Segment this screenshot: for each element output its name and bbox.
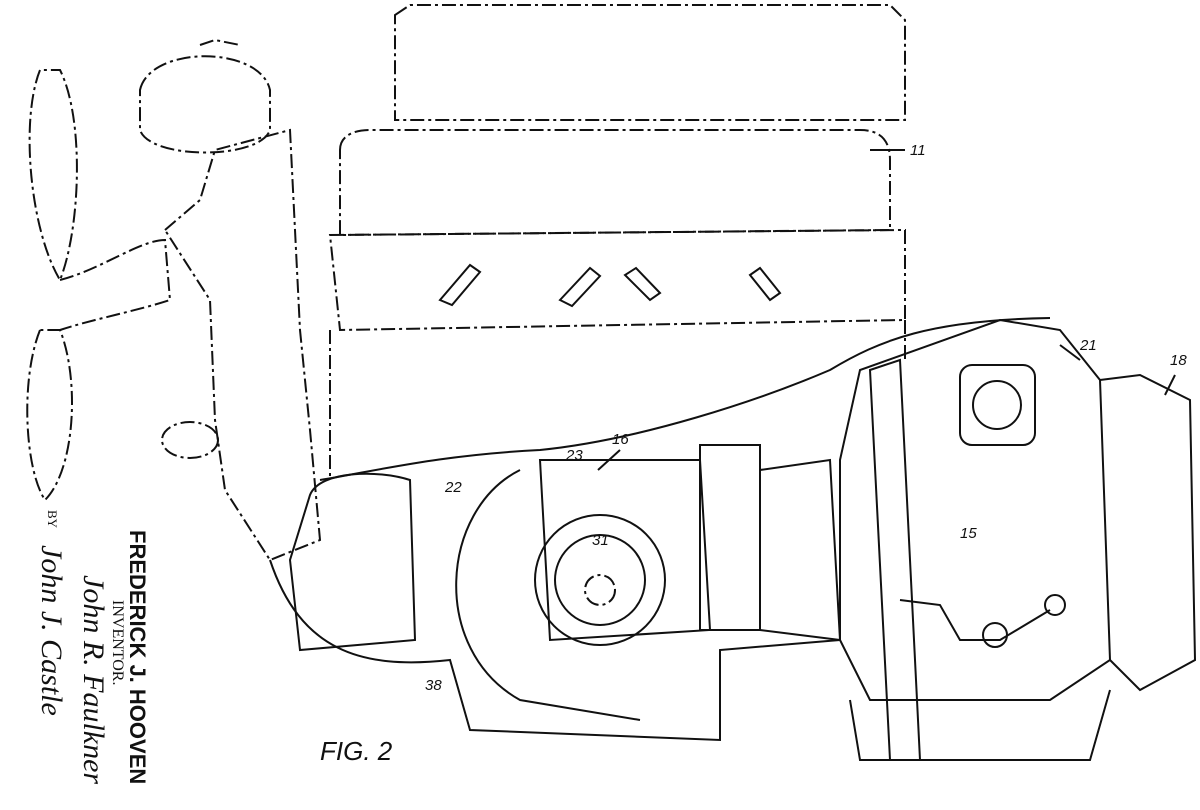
valve-cover-near [339, 129, 891, 237]
port-flange [959, 364, 1036, 446]
oil-pan-front [288, 472, 417, 652]
attorney-signature: John R. Faulkner [77, 575, 110, 785]
housing-18 [1099, 373, 1197, 692]
oil-pan [269, 559, 841, 742]
spark-plugs [438, 263, 782, 308]
flywheel-cover [534, 514, 666, 646]
ref-18: 18 [1170, 352, 1187, 369]
cylinder-head [328, 228, 906, 332]
ref-38: 38 [425, 677, 442, 694]
inventor-name: FREDERICK J. HOOVEN [125, 530, 150, 785]
valve-cover-far [394, 4, 906, 121]
trans-oil-pan [849, 689, 1111, 761]
fan-blades [26, 69, 172, 502]
ref-31: 31 [592, 532, 609, 549]
attorney-signature: John J. Castle [35, 545, 68, 716]
transmission-case-15 [839, 318, 1112, 701]
ref-11: 11 [910, 142, 926, 159]
inventor-label: INVENTOR. [109, 600, 126, 686]
ref-16: 16 [612, 431, 629, 448]
ref-23: 23 [565, 447, 583, 464]
figure-caption: FIG. 2 [320, 736, 393, 766]
ref-15: 15 [960, 525, 977, 542]
air-cleaner [139, 55, 271, 154]
by-label: BY [45, 510, 60, 529]
bellhousing [455, 469, 641, 721]
engine-front [163, 128, 322, 562]
linkage [899, 599, 1051, 641]
ref-22: 22 [444, 479, 462, 496]
break-line [319, 317, 1051, 481]
ref-21: 21 [1079, 337, 1097, 354]
